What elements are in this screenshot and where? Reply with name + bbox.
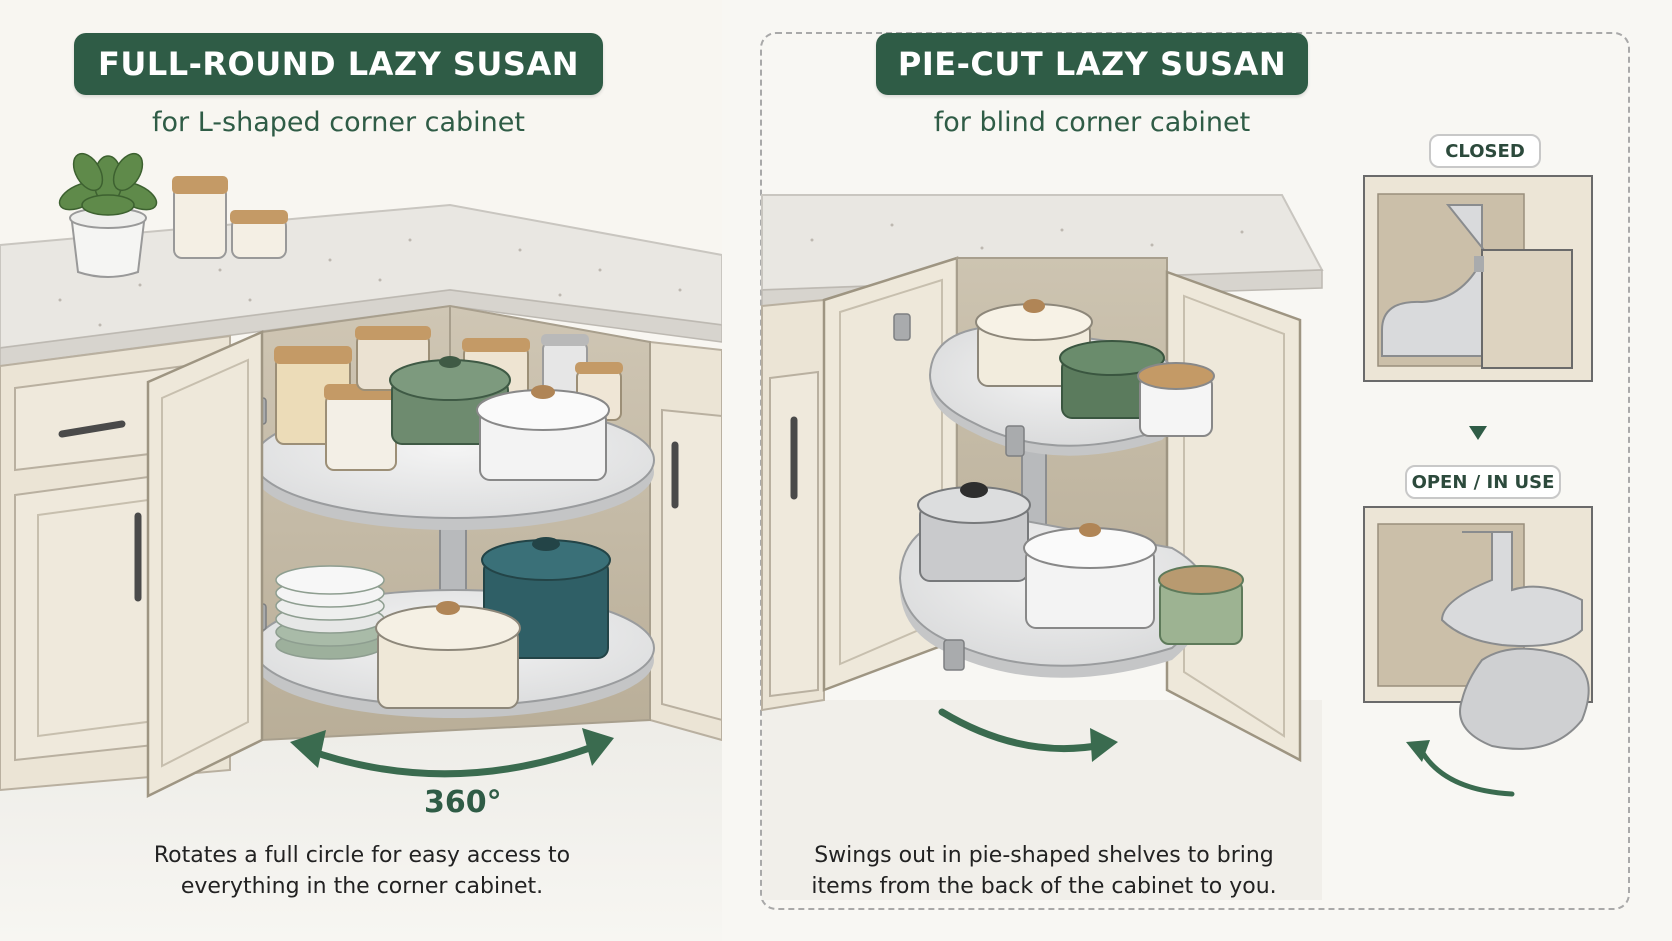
open-state-label: OPEN / IN USE — [1405, 465, 1561, 499]
full-round-title: FULL-ROUND LAZY SUSAN — [74, 33, 603, 95]
triangle-down-icon — [1469, 426, 1487, 440]
full-round-caption: Rotates a full circle for easy access to… — [150, 840, 574, 902]
pie-cut-illustration — [761, 175, 1593, 900]
full-round-illustration — [0, 152, 723, 941]
caption-line: items from the back of the cabinet to yo… — [811, 874, 1277, 899]
full-round-subtitle: for L-shaped corner cabinet — [152, 107, 525, 138]
full-round-panel: FULL-ROUND LAZY SUSAN for L-shaped corne… — [0, 0, 723, 941]
pie-cut-panel: PIE-CUT LAZY SUSAN for blind corner cabi… — [722, 0, 1672, 941]
pie-cut-title: PIE-CUT LAZY SUSAN — [876, 33, 1308, 95]
pie-cut-caption: Swings out in pie-shaped shelves to brin… — [794, 840, 1294, 902]
potted-plant-icon — [58, 152, 158, 278]
open-state-diagram — [1363, 506, 1593, 797]
rotation-label: 360° — [424, 785, 502, 820]
closed-state-label: CLOSED — [1429, 134, 1541, 168]
pie-cut-subtitle: for blind corner cabinet — [933, 107, 1251, 138]
curved-double-arrow-icon — [938, 708, 1118, 762]
caption-line: everything in the corner cabinet. — [180, 874, 544, 899]
caption-line: Swings out in pie-shaped shelves to brin… — [814, 843, 1274, 868]
curved-double-arrow-icon — [290, 728, 614, 778]
closed-state-diagram — [1363, 175, 1593, 382]
caption-line: Rotates a full circle for easy access to — [153, 843, 571, 868]
